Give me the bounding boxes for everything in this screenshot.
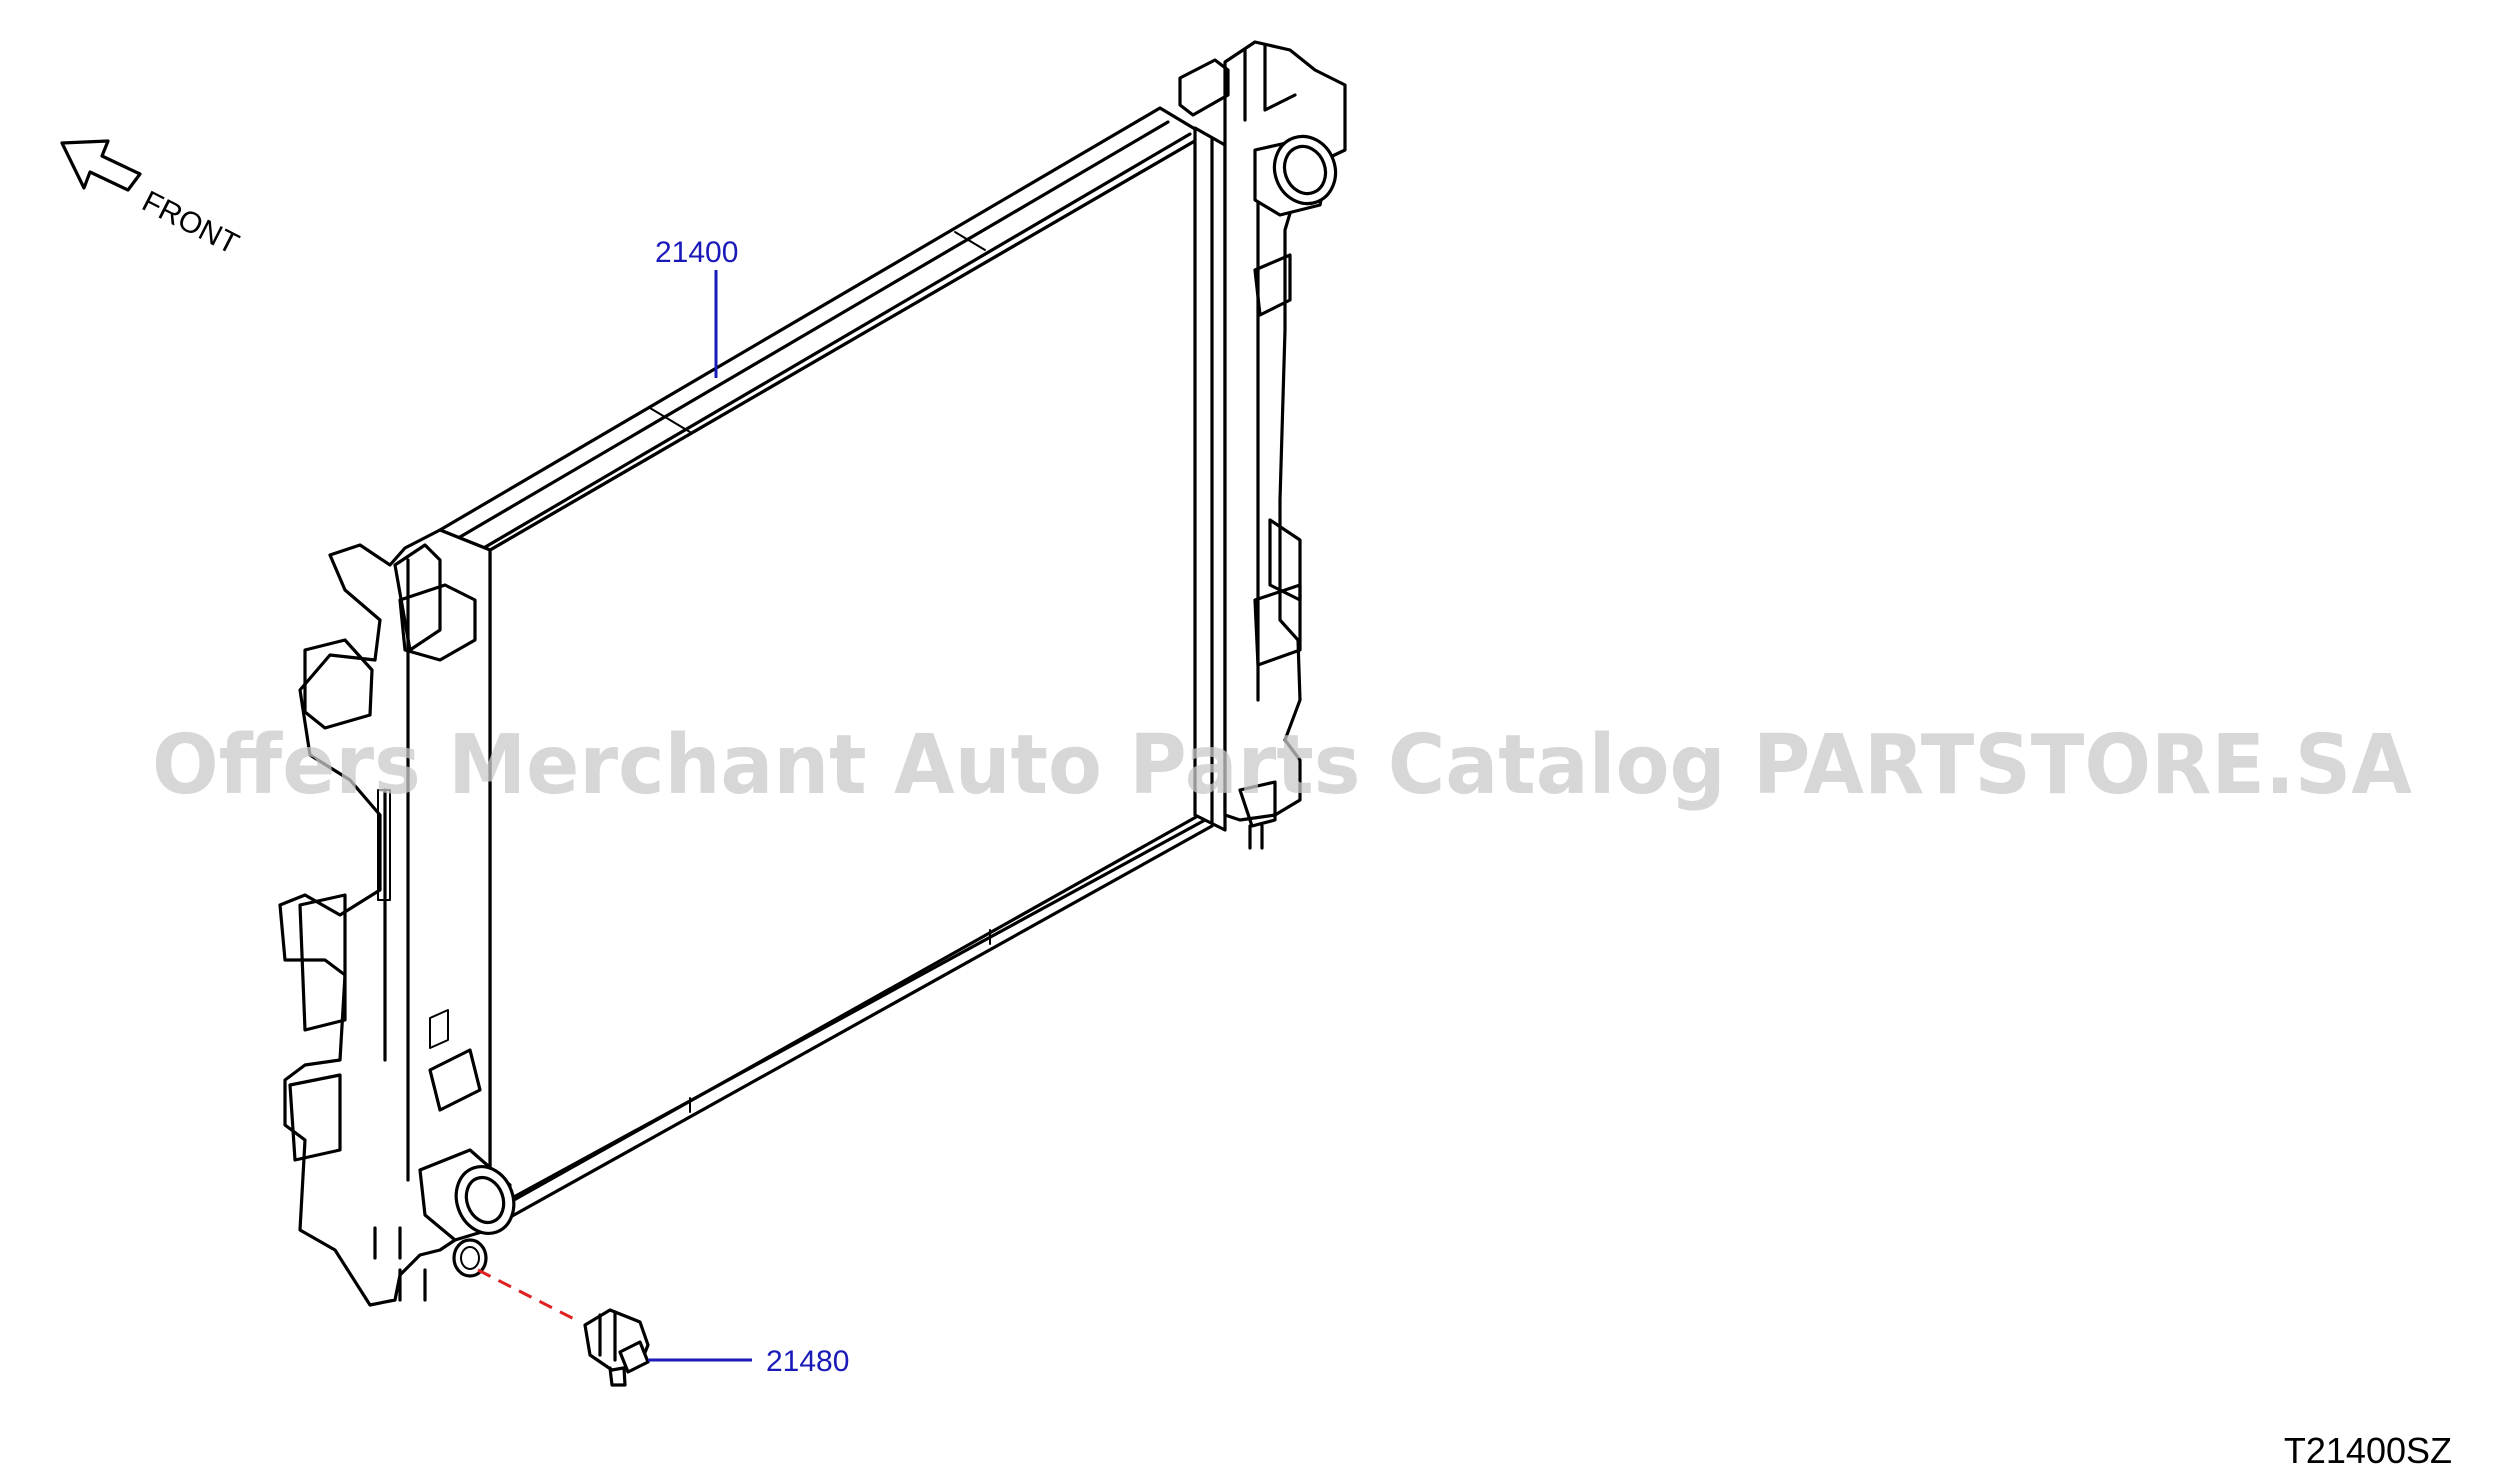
installation-guide-line bbox=[477, 1268, 581, 1324]
front-label: FRONT bbox=[137, 185, 244, 261]
callout-21480[interactable]: 21480 bbox=[648, 1345, 849, 1378]
upper-hose-neck bbox=[1253, 134, 1338, 217]
radiator-drawing bbox=[278, 40, 1347, 1307]
drain-plug-drawing bbox=[583, 1308, 650, 1387]
part-number-21480[interactable]: 21480 bbox=[766, 1345, 849, 1378]
drain-port bbox=[452, 1238, 488, 1278]
front-direction-indicator: FRONT bbox=[60, 139, 244, 261]
diagram-reference-code: T21400SZ bbox=[2284, 1430, 2452, 1471]
lower-hose-neck bbox=[418, 1148, 516, 1242]
callout-21400[interactable]: 21400 bbox=[655, 236, 738, 378]
front-arrow-icon bbox=[60, 139, 142, 192]
watermark: Offers Merchant Auto Parts Catalog PARTS… bbox=[152, 718, 2413, 813]
part-number-21400[interactable]: 21400 bbox=[655, 236, 738, 269]
